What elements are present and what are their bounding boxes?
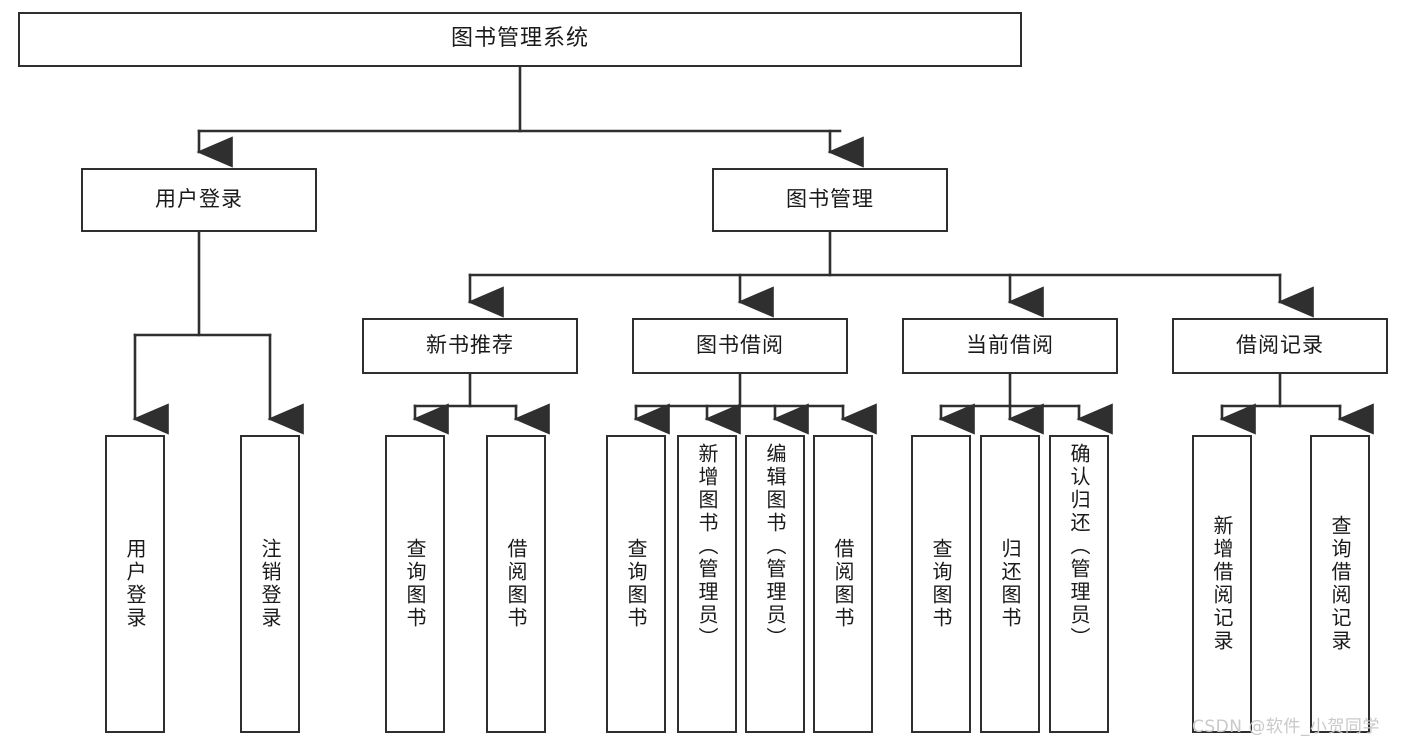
node-label: 查询图书 [624, 538, 648, 630]
node-book-management[interactable]: 图书管理 [712, 168, 948, 232]
node-label: 借阅图书 [831, 538, 855, 630]
node-label: 查询借阅记录 [1328, 515, 1352, 653]
node-label: 查询图书 [929, 538, 953, 630]
node-root-system[interactable]: 图书管理系统 [18, 12, 1022, 67]
node-label: 新增图书（管理员） [695, 443, 719, 650]
node-label: 新增借阅记录 [1210, 515, 1234, 653]
node-label: 图书管理 [786, 187, 874, 212]
leaf-query-book-current[interactable]: 查询图书 [911, 435, 971, 733]
leaf-borrow-book-recommend[interactable]: 借阅图书 [486, 435, 546, 733]
node-label: 注销登录 [258, 538, 282, 630]
node-label: 归还图书 [998, 538, 1022, 630]
leaf-add-book[interactable]: 新增图书（管理员） [677, 435, 737, 733]
node-label: 当前借阅 [966, 333, 1054, 358]
leaf-query-book-recommend[interactable]: 查询图书 [385, 435, 445, 733]
leaf-add-borrow-record[interactable]: 新增借阅记录 [1192, 435, 1252, 733]
leaf-borrow-book[interactable]: 借阅图书 [813, 435, 873, 733]
node-label: 新书推荐 [426, 333, 514, 358]
node-label: 图书借阅 [696, 333, 784, 358]
node-label: 查询图书 [403, 538, 427, 630]
leaf-user-login[interactable]: 用户登录 [105, 435, 165, 733]
leaf-logout[interactable]: 注销登录 [240, 435, 300, 733]
node-label: 借阅记录 [1236, 333, 1324, 358]
node-label: 编辑图书（管理员） [763, 443, 787, 650]
node-current-borrow[interactable]: 当前借阅 [902, 318, 1118, 374]
leaf-confirm-return[interactable]: 确认归还（管理员） [1049, 435, 1109, 733]
leaf-query-borrow-record[interactable]: 查询借阅记录 [1310, 435, 1370, 733]
node-label: 用户登录 [123, 538, 147, 630]
node-new-book-recommend[interactable]: 新书推荐 [362, 318, 578, 374]
csdn-watermark: CSDN @软件_小贺同学 [1192, 717, 1380, 737]
node-user-login[interactable]: 用户登录 [81, 168, 317, 232]
leaf-edit-book[interactable]: 编辑图书（管理员） [745, 435, 805, 733]
node-label: 确认归还（管理员） [1067, 443, 1091, 650]
node-label: 图书管理系统 [450, 26, 589, 52]
node-label: 借阅图书 [504, 538, 528, 630]
leaf-return-book[interactable]: 归还图书 [980, 435, 1040, 733]
node-book-borrow[interactable]: 图书借阅 [632, 318, 848, 374]
node-label: 用户登录 [155, 187, 243, 212]
leaf-query-book-borrow[interactable]: 查询图书 [606, 435, 666, 733]
node-borrow-record[interactable]: 借阅记录 [1172, 318, 1388, 374]
